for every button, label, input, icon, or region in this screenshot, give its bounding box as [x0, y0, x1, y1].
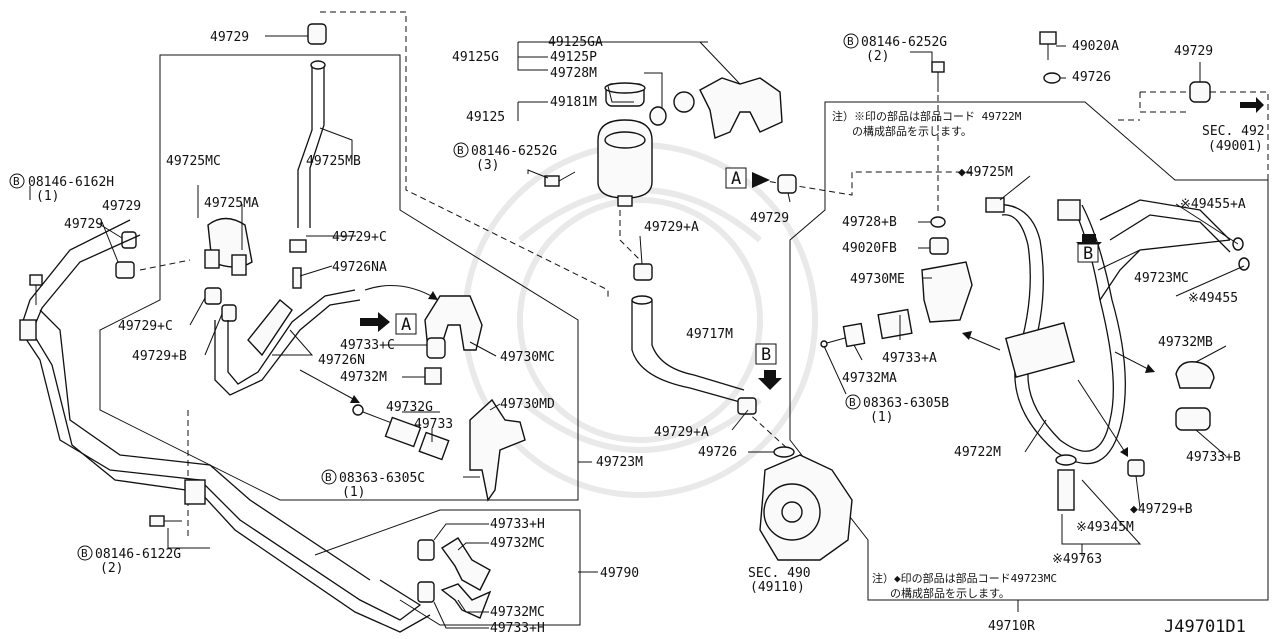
- label-49733: 49733: [414, 417, 453, 432]
- label-49725mb: 49725MB: [306, 154, 361, 169]
- label-08363-6305b: 08363-6305B: [863, 396, 949, 411]
- label-49345m: ※49345M: [1076, 520, 1134, 535]
- label-49790: 49790: [600, 566, 639, 581]
- label-49732m: 49732M: [340, 370, 387, 385]
- label-qty: (1): [342, 485, 365, 500]
- label-49730md: 49730MD: [500, 397, 555, 412]
- label-49725mc: 49725MC: [166, 154, 221, 169]
- label-49733h: 49733+H: [490, 621, 545, 636]
- svg-text:B: B: [457, 144, 464, 157]
- label-08146-6252g: 08146-6252G: [861, 35, 947, 50]
- label-08363-6305c: 08363-6305C: [339, 471, 425, 486]
- label-49020a: 49020A: [1072, 39, 1119, 54]
- label-qty: (2): [866, 49, 889, 64]
- label-49729a: 49729+A: [644, 220, 699, 235]
- label-49725ma: 49725MA: [204, 196, 259, 211]
- svg-text:B: B: [847, 35, 854, 48]
- label-49729c: 49729+C: [118, 319, 173, 334]
- callout-a-right: A: [731, 169, 741, 189]
- label-sec492-ref: (49001): [1208, 139, 1263, 154]
- bolt-49020a: [1039, 31, 1057, 45]
- label-49728b: 49728+B: [842, 215, 897, 230]
- label-sec492: SEC. 492: [1202, 124, 1265, 139]
- label-49733b: 49733+B: [1186, 450, 1241, 465]
- label-49729: 49729: [64, 217, 103, 232]
- label-49728m: 49728M: [550, 66, 597, 81]
- callout-a-left: A: [401, 315, 411, 335]
- label-49726na: 49726NA: [332, 260, 387, 275]
- label-49020fb: 49020FB: [842, 241, 897, 256]
- label-49723m: 49723M: [596, 455, 643, 470]
- label-49733a: 49733+A: [882, 351, 937, 366]
- part-labels: 49729 49725MB 49725MC 49725MA 08146-6162…: [28, 30, 1265, 636]
- callout-b-mid: B: [761, 345, 771, 365]
- label-08146-6162h: 08146-6162H: [28, 175, 114, 190]
- label-49726: 49726: [698, 445, 737, 460]
- label-49732mb: 49732MB: [1158, 335, 1213, 350]
- label-49726n: 49726N: [318, 353, 365, 368]
- label-49732g: 49732G: [386, 400, 433, 415]
- label-49723mc: 49723MC: [1134, 271, 1189, 286]
- note1-line2: の構成部品を示します。: [852, 124, 972, 138]
- label-49730me: 49730ME: [850, 272, 905, 287]
- label-qty: (1): [870, 410, 893, 425]
- part-drawings: [19, 23, 1264, 633]
- label-49732ma: 49732MA: [842, 371, 897, 386]
- svg-text:B: B: [81, 547, 88, 560]
- label-49722m: 49722M: [954, 445, 1001, 460]
- label-49729a: 49729+A: [654, 425, 709, 440]
- label-49726: 49726: [1072, 70, 1111, 85]
- label-qty: (3): [476, 158, 499, 173]
- svg-text:B: B: [325, 471, 332, 484]
- clip-49729-top: [307, 23, 327, 45]
- label-49729: 49729: [102, 199, 141, 214]
- note2-line2: の構成部品を示します。: [890, 586, 1010, 600]
- label-qty: (1): [36, 189, 59, 204]
- label-49729: 49729: [210, 30, 249, 45]
- label-49763: ※49763: [1052, 552, 1102, 567]
- svg-text:B: B: [849, 396, 856, 409]
- label-49729b: 49729+B: [132, 349, 187, 364]
- label-08146-6252g: 08146-6252G: [471, 144, 557, 159]
- assembly-outlines: [99, 11, 1269, 626]
- bolt-markers: B B B B B B: [9, 33, 861, 561]
- label-49717m: 49717M: [686, 327, 733, 342]
- label-49733c: 49733+C: [340, 338, 395, 353]
- label-49729c: 49729+C: [332, 230, 387, 245]
- label-49732mc: 49732MC: [490, 605, 545, 620]
- label-49125ga: 49125GA: [548, 35, 603, 50]
- label-sec490: SEC. 490: [748, 566, 811, 581]
- label-sec490-ref: (49110): [750, 580, 805, 595]
- label-49455: ※49455: [1188, 291, 1238, 306]
- label-49729b: ◆49729+B: [1130, 502, 1193, 517]
- label-49725m: ◆49725M: [958, 165, 1013, 180]
- label-49710r: 49710R: [988, 619, 1035, 634]
- svg-text:B: B: [13, 175, 20, 188]
- diagram-id: J49701D1: [1164, 617, 1246, 637]
- bracket-49730me: [921, 261, 973, 323]
- label-49181m: 49181M: [550, 95, 597, 110]
- label-49125: 49125: [466, 110, 505, 125]
- notes: 注）※印の部品は部品コード 49722M の構成部品を示します。 注）◆印の部品…: [832, 109, 1057, 600]
- label-49455a: ※49455+A: [1180, 197, 1246, 212]
- label-49729: 49729: [750, 211, 789, 226]
- label-49729: 49729: [1174, 44, 1213, 59]
- callout-boxes: A A B B: [395, 167, 1099, 365]
- label-qty: (2): [100, 561, 123, 576]
- label-49125g: 49125G: [452, 50, 499, 65]
- label-49732mc: 49732MC: [490, 536, 545, 551]
- label-49125p: 49125P: [550, 50, 597, 65]
- callout-b-right: B: [1083, 244, 1093, 264]
- note2-line1: 注）◆印の部品は部品コード49723MC: [872, 571, 1057, 585]
- connector-49729c: [289, 239, 307, 253]
- label-08146-6122g: 08146-6122G: [95, 547, 181, 562]
- hose-49725mb: [297, 65, 325, 228]
- label-49730mc: 49730MC: [500, 350, 555, 365]
- note1-line1: 注）※印の部品は部品コード 49722M: [832, 109, 1022, 123]
- label-49733h: 49733+H: [490, 517, 545, 532]
- bracket-49125ga: [699, 77, 783, 139]
